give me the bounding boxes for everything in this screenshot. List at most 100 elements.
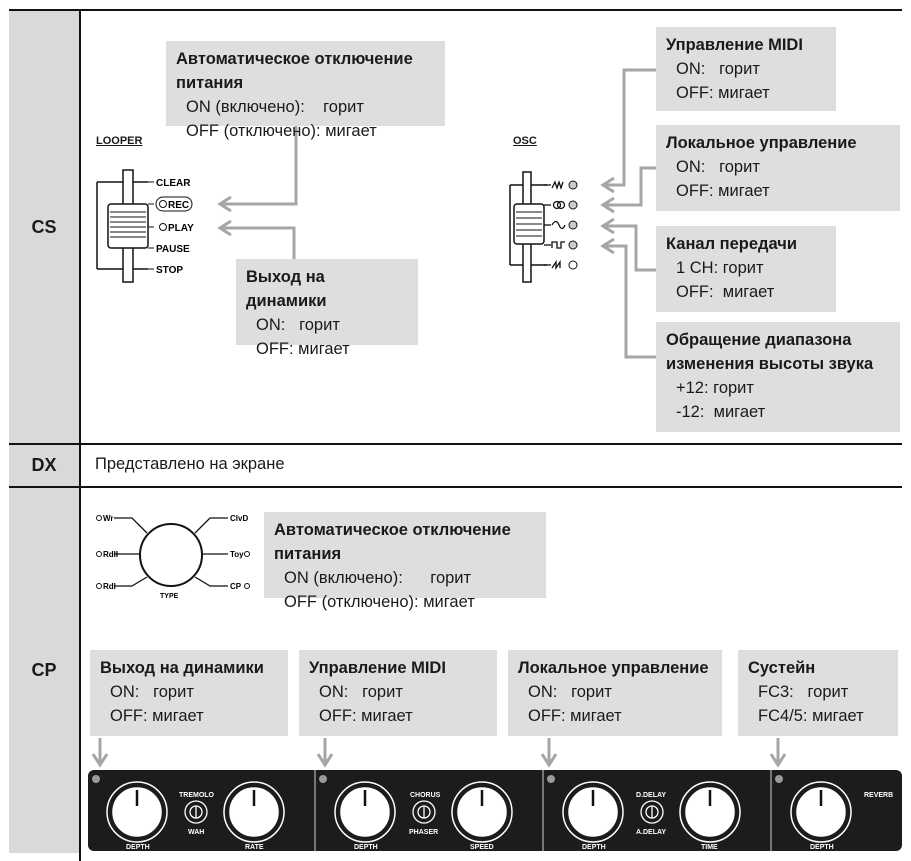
saw-wave-icon bbox=[551, 179, 564, 191]
looper-label-clear: CLEAR bbox=[156, 178, 191, 189]
type-label-rdii: RdII bbox=[103, 550, 118, 559]
looper-label-rec: REC bbox=[168, 200, 189, 211]
panel2-led bbox=[319, 775, 327, 783]
arrowhead-rec bbox=[217, 195, 232, 213]
osc-led-2 bbox=[568, 200, 578, 210]
panel2-speed-knob bbox=[451, 781, 513, 843]
panel2-phaser-label: PHASER bbox=[409, 829, 438, 836]
cs-midi-line2: OFF: мигает bbox=[676, 84, 770, 102]
looper-rec-outline bbox=[155, 196, 193, 212]
cs-local-line1: ON: горит bbox=[676, 158, 760, 176]
panel1-depth-label: DEPTH bbox=[126, 844, 150, 851]
arrow-channel bbox=[606, 224, 656, 272]
cp-sustain-line1: FC3: горит bbox=[758, 683, 849, 701]
cs-channel-line1: 1 CH: горит bbox=[676, 259, 764, 277]
type-label-rdi: RdI bbox=[103, 582, 116, 591]
arrow-speaker-play bbox=[222, 226, 296, 262]
cs-auto-off-title: Автоматическое отключение питания bbox=[176, 50, 413, 92]
dual-ring-icon-a bbox=[552, 200, 562, 210]
type-knob-diagram: Wr RdII RdI ClvD Toy CP TYPE bbox=[96, 514, 250, 600]
panel1-depth-knob bbox=[106, 781, 168, 843]
cs-speaker-line1: ON: горит bbox=[256, 316, 340, 334]
cp-speaker-box: Выход на динамики ON: горит OFF: мигает bbox=[90, 650, 288, 736]
panel4-reverb-label: REVERB bbox=[864, 792, 893, 799]
type-label-type: TYPE bbox=[160, 593, 179, 600]
cs-speaker-title: Выход на динамики bbox=[246, 268, 327, 310]
cp-auto-off-title: Автоматическое отключение питания bbox=[274, 521, 511, 563]
cs-local-box: Локальное управление ON: горит OFF: мига… bbox=[656, 125, 900, 211]
cs-midi-box: Управление MIDI ON: горит OFF: мигает bbox=[656, 27, 836, 111]
cs-channel-box: Канал передачи 1 CH: горит OFF: мигает bbox=[656, 226, 836, 312]
cp-speaker-line1: ON: горит bbox=[110, 683, 194, 701]
cs-local-title: Локальное управление bbox=[666, 134, 857, 152]
osc-led-4 bbox=[568, 240, 578, 250]
panel1-rate-label: RATE bbox=[245, 844, 264, 851]
cp-speaker-title: Выход на динамики bbox=[100, 659, 264, 677]
row-label-cs: CS bbox=[9, 10, 79, 444]
osc-led-5 bbox=[568, 260, 578, 270]
panel2-depth-knob bbox=[334, 781, 396, 843]
looper-title: LOOPER bbox=[96, 135, 143, 147]
cs-pitch-box: Обращение диапазона изменения высоты зву… bbox=[656, 322, 900, 432]
arrowhead-channel bbox=[600, 217, 615, 235]
cp-auto-off-box: Автоматическое отключение питания ON (вк… bbox=[264, 512, 546, 611]
row-label-cp-text: CP bbox=[31, 659, 57, 680]
type-label-cp: CP bbox=[230, 582, 242, 591]
cs-channel-title: Канал передачи bbox=[666, 235, 798, 253]
arrowhead-local bbox=[600, 196, 615, 214]
arrow-auto-off-rec bbox=[222, 125, 298, 206]
row-label-dx: DX bbox=[9, 444, 79, 487]
panel4-led bbox=[775, 775, 783, 783]
cs-midi-line1: ON: горит bbox=[676, 60, 760, 78]
arrow-midi bbox=[606, 68, 656, 187]
type-label-toy: Toy bbox=[230, 550, 244, 559]
arrow-pitch bbox=[606, 244, 656, 359]
cp-midi-line2: OFF: мигает bbox=[319, 707, 413, 725]
panel1-tremolo-label: TREMOLO bbox=[179, 792, 215, 799]
panel3-led bbox=[547, 775, 555, 783]
looper-label-pause: PAUSE bbox=[156, 244, 190, 255]
osc-led-1 bbox=[568, 180, 578, 190]
looper-label-play: PLAY bbox=[168, 223, 194, 234]
cp-auto-off-line2: OFF (отключено): мигает bbox=[284, 593, 475, 611]
cs-pitch-title1: Обращение диапазона bbox=[666, 331, 852, 349]
arrowhead-play bbox=[217, 219, 232, 237]
cs-auto-off-box: Автоматическое отключение питания ON (вк… bbox=[166, 41, 445, 140]
panel2-depth-label: DEPTH bbox=[354, 844, 378, 851]
panel4-depth-knob bbox=[790, 781, 852, 843]
cp-sustain-line2: FC4/5: мигает bbox=[758, 707, 864, 725]
effect-panels: DEPTH TREMOLO WAH RATE DEPTH CHORUS PHAS… bbox=[88, 770, 902, 851]
panel1-wah-label: WAH bbox=[188, 829, 204, 836]
cp-midi-title: Управление MIDI bbox=[309, 659, 446, 677]
osc-title: OSC bbox=[513, 135, 537, 147]
cp-midi-line1: ON: горит bbox=[319, 683, 403, 701]
cp-auto-off-line1: ON (включено): горит bbox=[284, 569, 472, 587]
panel2-chorus-label: CHORUS bbox=[410, 792, 441, 799]
panel3-adelay-label: A.DELAY bbox=[636, 829, 666, 836]
column-divider bbox=[79, 9, 81, 861]
cs-pitch-line1: +12: горит bbox=[676, 379, 754, 397]
cp-local-title: Локальное управление bbox=[518, 659, 709, 677]
type-label-clv: ClvD bbox=[230, 514, 248, 523]
arrowhead-pitch bbox=[600, 237, 615, 255]
cs-local-line2: OFF: мигает bbox=[676, 182, 770, 200]
arrowhead-midi bbox=[600, 176, 615, 194]
panel1-rate-knob bbox=[223, 781, 285, 843]
cp-sustain-box: Сустейн FC3: горит FC4/5: мигает bbox=[738, 650, 898, 736]
row-label-dx-text: DX bbox=[31, 455, 57, 475]
arrow-local bbox=[606, 166, 656, 207]
cs-speaker-box: Выход на динамики ON: горит OFF: мигает bbox=[236, 259, 418, 358]
panel1-led bbox=[92, 775, 100, 783]
cs-midi-title: Управление MIDI bbox=[666, 36, 803, 54]
panel4-depth-label: DEPTH bbox=[810, 844, 834, 851]
row-divider-1 bbox=[9, 443, 902, 445]
table-top-border bbox=[9, 9, 902, 11]
looper-slider-knob bbox=[107, 203, 149, 249]
row-label-cp: CP bbox=[9, 487, 79, 853]
looper-diagram: CLEAR REC PLAY PAUSE STOP bbox=[96, 169, 194, 283]
cp-local-line1: ON: горит bbox=[528, 683, 612, 701]
panel3-depth-label: DEPTH bbox=[582, 844, 606, 851]
cs-channel-line2: OFF: мигает bbox=[676, 283, 775, 301]
cs-pitch-title2: изменения высоты звука bbox=[666, 355, 874, 373]
